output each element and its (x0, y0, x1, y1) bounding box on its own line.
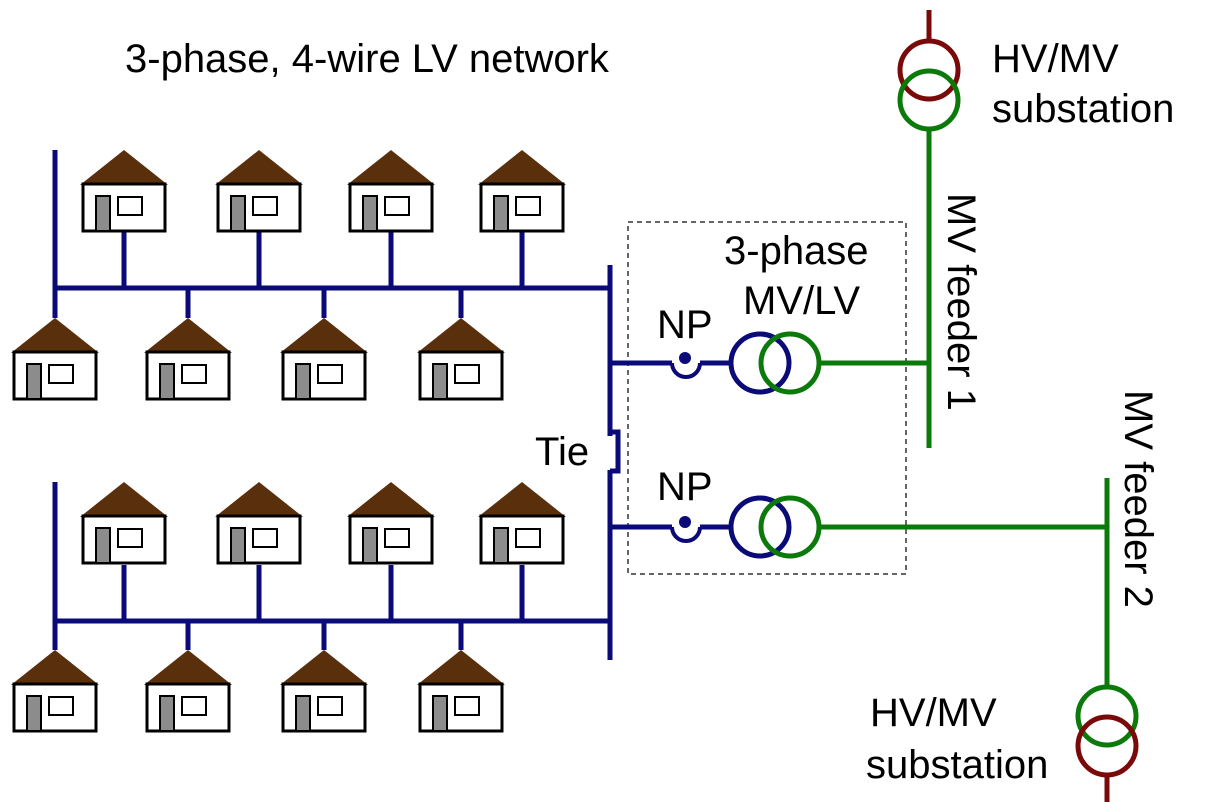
house-icon (11, 318, 99, 401)
house-icon (215, 150, 303, 233)
substation-top-label-2: substation (992, 87, 1174, 131)
mv-lv-transformer-upper-icon (728, 331, 822, 395)
transformer-label: 3-phase (724, 229, 869, 273)
house-icon (280, 650, 368, 733)
house-icon (417, 650, 505, 733)
house-icon (478, 150, 566, 233)
transformer-enclosure (627, 221, 907, 575)
house-icon (80, 150, 168, 233)
neutral-point-upper-icon (670, 352, 702, 379)
house-icon (478, 482, 566, 565)
house-icon (417, 318, 505, 401)
hv-mv-substation-bottom-icon (1075, 684, 1139, 802)
lv-network-lower (52, 482, 610, 650)
feeder-2-label: MV feeder 2 (1116, 390, 1160, 608)
house-icon (280, 318, 368, 401)
tie-label: Tie (535, 430, 589, 474)
houses (11, 150, 566, 733)
transformer-label-2: MV/LV (743, 279, 860, 323)
tie-switch-icon (610, 429, 621, 474)
house-icon (144, 318, 232, 401)
substation-bottom-label: HV/MV (870, 691, 997, 735)
house-icon (144, 650, 232, 733)
lv-network-upper (52, 150, 610, 318)
substation-top-label: HV/MV (992, 37, 1119, 81)
house-icon (347, 150, 435, 233)
house-icon (11, 650, 99, 733)
diagram-title: 3-phase, 4-wire LV network (125, 37, 610, 81)
feeder-1-label: MV feeder 1 (939, 193, 983, 411)
neutral-point-lower-icon (670, 516, 702, 543)
house-icon (347, 482, 435, 565)
house-icon (215, 482, 303, 565)
lv-busbars (607, 265, 731, 660)
substation-bottom-label-2: substation (866, 743, 1048, 787)
house-icon (80, 482, 168, 565)
mv-feeder-lines (819, 130, 1110, 687)
np-label-upper: NP (657, 303, 713, 347)
mv-lv-transformer-lower-icon (728, 495, 822, 559)
np-label-lower: NP (657, 465, 713, 509)
hv-mv-substation-top-icon (897, 10, 961, 132)
